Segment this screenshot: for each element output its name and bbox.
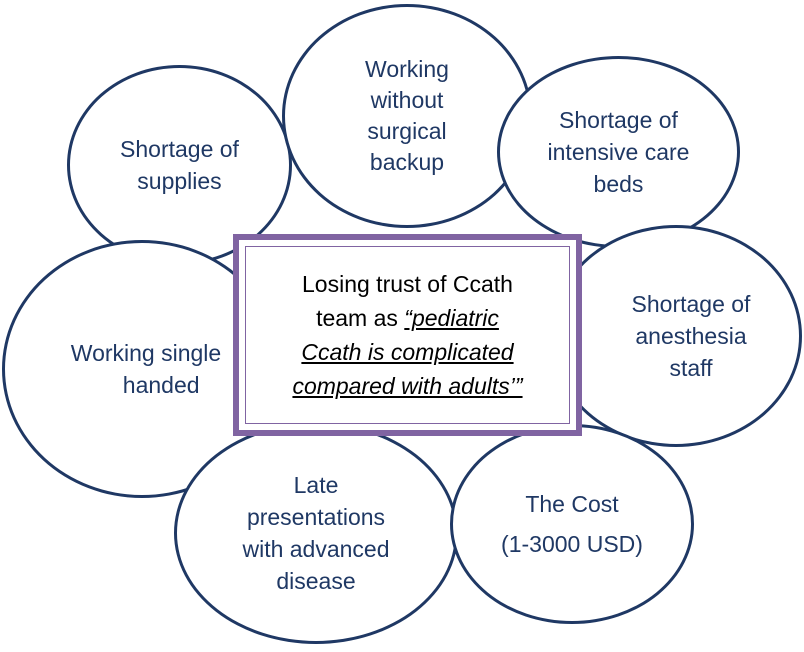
node-label: Late presentations with advanced disease xyxy=(242,469,389,597)
node-label: Shortage of anesthesia staff xyxy=(602,288,751,384)
center-quote-end: compared with adults’” xyxy=(292,373,523,399)
node-label-line: anesthesia xyxy=(635,323,747,349)
node-label-line: backup xyxy=(369,149,445,175)
node-label-line: Late xyxy=(293,472,339,498)
node-late-presentations: Late presentations with advanced disease xyxy=(174,422,458,644)
node-label-line: supplies xyxy=(137,168,222,194)
node-label: Shortage of intensive care beds xyxy=(548,104,690,200)
center-box: Losing trust of Ccath team as “pediatric… xyxy=(233,234,582,436)
node-label-line: Working xyxy=(365,56,449,82)
node-shortage-of-intensive-care-beds: Shortage of intensive care beds xyxy=(497,56,740,248)
node-label-line: Working single xyxy=(70,340,222,366)
node-label: Shortage of supplies xyxy=(120,133,239,197)
node-label-line: beds xyxy=(593,171,644,197)
node-the-cost: The Cost (1-3000 USD) xyxy=(450,424,694,624)
node-shortage-of-supplies: Shortage of supplies xyxy=(67,65,292,265)
node-working-without-surgical-backup: Working without surgical backup xyxy=(282,4,532,228)
node-shortage-of-anesthesia-staff: Shortage of anesthesia staff xyxy=(550,225,802,447)
node-label-line: staff xyxy=(669,355,713,381)
node-label-line: Shortage of xyxy=(631,291,751,317)
node-label-line: handed xyxy=(122,372,200,398)
center-quote-middle: Ccath is complicated xyxy=(301,339,514,365)
center-line-3: Ccath is complicated xyxy=(292,335,522,369)
center-text: Losing trust of Ccath team as “pediatric… xyxy=(292,267,522,403)
node-label-line: Shortage of xyxy=(120,136,239,162)
node-label: Working without surgical backup xyxy=(365,54,449,178)
node-label-line: (1-3000 USD) xyxy=(501,531,643,557)
node-label: Working single handed xyxy=(63,337,221,401)
node-label-line: disease xyxy=(276,568,356,594)
node-label-line: surgical xyxy=(367,118,447,144)
center-line-4: compared with adults’” xyxy=(292,369,522,403)
node-label-line: without xyxy=(370,87,444,113)
center-quote-start: “pediatric xyxy=(404,305,499,331)
center-line-2-prefix: team as xyxy=(316,305,405,331)
center-line-1: Losing trust of Ccath xyxy=(302,271,513,297)
node-label-line: presentations xyxy=(246,504,386,530)
node-label-line: intensive care xyxy=(547,139,690,165)
node-label-line: The Cost xyxy=(525,491,619,517)
center-box-inner-border xyxy=(245,246,570,424)
node-label-line: with advanced xyxy=(242,536,390,562)
node-label: The Cost (1-3000 USD) xyxy=(501,484,643,564)
center-line-2: team as “pediatric xyxy=(292,301,522,335)
node-label-line: Shortage of xyxy=(559,107,678,133)
